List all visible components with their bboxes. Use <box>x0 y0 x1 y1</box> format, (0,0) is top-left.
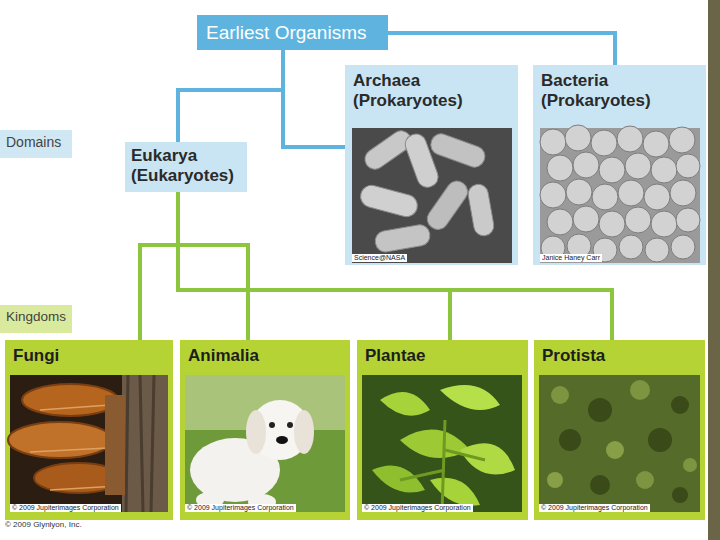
node-title: Plantae <box>365 346 520 366</box>
node-title: Eukarya (Eukaryotes) <box>131 146 241 185</box>
photo-credit: © 2009 Jupiterimages Corporation <box>185 504 296 512</box>
domain-box: Bacteria (Prokaryotes) Janice Haney Carr <box>533 65 706 265</box>
copyright-note: © 2009 Glynlyon, Inc. <box>5 520 82 529</box>
fungi-photo <box>8 375 168 512</box>
node-title: Bacteria (Prokaryotes) <box>541 71 698 110</box>
node-title: Animalia <box>188 346 342 366</box>
photo-credit: © 2009 Jupiterimages Corporation <box>10 504 121 512</box>
domain-box: Archaea (Prokaryotes) Science@NASA <box>345 65 518 265</box>
node-title: Domains <box>6 134 66 150</box>
level-tag: Kingdoms <box>0 305 72 333</box>
tree-branch <box>283 50 345 147</box>
tree-branch <box>388 33 615 65</box>
level-tag: Domains <box>0 130 72 158</box>
node-title: Earliest Organisms <box>206 22 379 44</box>
node-title: Protista <box>542 346 697 366</box>
tree-branch <box>140 192 178 340</box>
photo-credit: Janice Haney Carr <box>540 254 602 262</box>
tree-branch <box>178 192 248 340</box>
side-bar <box>708 0 720 540</box>
plant-photo <box>362 375 522 512</box>
pond-photo <box>539 375 700 512</box>
bacteria-photo <box>540 125 700 263</box>
kingdom-box: Protista © 2009 Jupiterimages Corporation <box>534 340 705 520</box>
photo-credit: © 2009 Jupiterimages Corporation <box>539 504 650 512</box>
node-title: Kingdoms <box>6 309 66 325</box>
kingdom-box: Animalia © 2009 Jupiterimages Corporation <box>180 340 350 520</box>
domain-box: Eukarya (Eukaryotes) <box>125 142 247 192</box>
dog-photo <box>185 375 345 512</box>
archaea-photo <box>352 127 512 263</box>
photo-credit: © 2009 Jupiterimages Corporation <box>362 504 473 512</box>
photo-credit: Science@NASA <box>352 254 407 262</box>
node-title: Archaea (Prokaryotes) <box>353 71 510 110</box>
node-title: Fungi <box>13 346 165 366</box>
root-box: Earliest Organisms <box>197 15 388 50</box>
kingdom-box: Fungi © 2009 Jupiterimages Corporation <box>5 340 173 520</box>
tree-branch <box>178 50 283 142</box>
kingdom-box: Plantae © 2009 Jupiterimages Corporation <box>357 340 528 520</box>
